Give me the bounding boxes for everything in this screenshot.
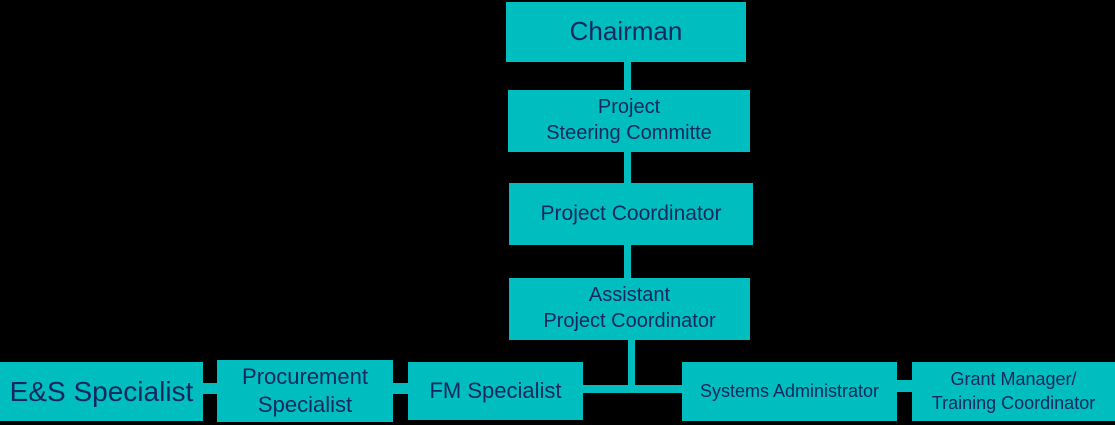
org-node-chairman: Chairman xyxy=(506,2,746,62)
org-node-label-line: Grant Manager/ xyxy=(950,369,1077,390)
org-node-label-line: Training Coordinator xyxy=(931,392,1096,413)
org-node-label-line: Steering Committe xyxy=(546,122,712,144)
org-node-label: Systems Administrator xyxy=(699,380,880,401)
org-node-grant-manager-training-coordinator: Grant Manager/ Training Coordinator xyxy=(912,362,1115,421)
connector-systems-grant xyxy=(897,380,912,392)
connector-coordinator-assistant xyxy=(624,245,631,278)
org-node-es-specialist: E&S Specialist xyxy=(0,362,203,421)
org-node-label-line: Project xyxy=(597,96,661,119)
connector-procurement-fm xyxy=(393,383,408,394)
org-node-label-line: Assistant xyxy=(588,284,671,307)
connector-chairman-steering xyxy=(624,62,631,90)
connector-steering-coordinator xyxy=(624,152,631,183)
connector-assistant-bottom-row xyxy=(628,340,635,391)
org-node-label: Chairman xyxy=(569,16,683,47)
org-node-procurement-specialist: Procurement Specialist xyxy=(217,360,393,422)
connector-fm-systems xyxy=(583,385,682,393)
org-node-fm-specialist: FM Specialist xyxy=(408,362,583,420)
org-node-label-line: Specialist xyxy=(257,392,353,417)
org-node-label-line: Project Coordinator xyxy=(543,310,716,332)
org-node-label: Project Coordinator xyxy=(540,201,722,225)
org-node-label: E&S Specialist xyxy=(9,375,194,407)
org-node-label-line: Procurement xyxy=(242,363,368,389)
org-node-systems-administrator: Systems Administrator xyxy=(682,362,897,421)
org-node-project-coordinator: Project Coordinator xyxy=(509,183,753,245)
org-node-project-steering-committee: Project Steering Committe xyxy=(508,90,750,152)
org-node-label: FM Specialist xyxy=(429,377,562,403)
connector-es-procurement xyxy=(203,383,217,394)
org-node-assistant-project-coordinator: Assistant Project Coordinator xyxy=(509,278,750,340)
